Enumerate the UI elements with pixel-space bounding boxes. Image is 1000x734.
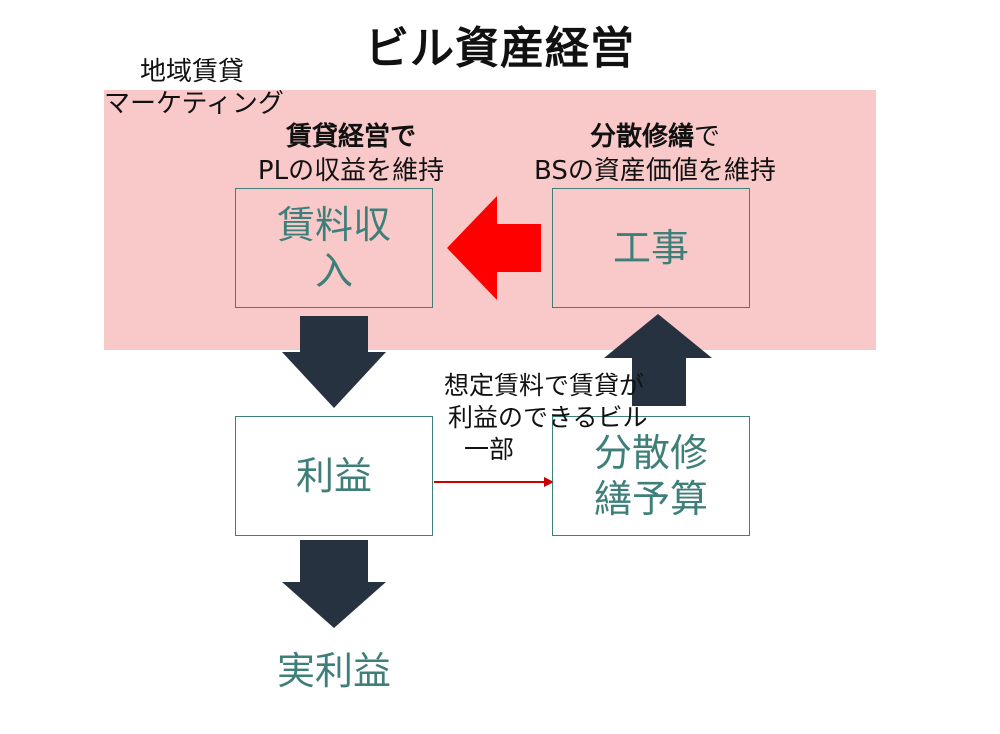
box-repair-budget: 分散修 繕予算 bbox=[552, 416, 750, 536]
caption-rental-management: 賃貸経営で PLの収益を維持 bbox=[206, 120, 496, 188]
side-label: 地域賃貸 マーケティング bbox=[104, 56, 284, 120]
dark-up-arrow bbox=[604, 314, 712, 406]
box-rental-income: 賃料収 入 bbox=[235, 188, 433, 308]
box-rent-line1: 賃料収 bbox=[276, 203, 391, 247]
dark-down-arrow-2 bbox=[282, 540, 386, 628]
net-profit-label: 実利益 bbox=[276, 649, 391, 693]
page-title: ビル資産経営 bbox=[365, 23, 635, 74]
caption-right-normal: BSの資産価値を維持 bbox=[534, 156, 776, 186]
box-profit: 利益 bbox=[235, 416, 433, 536]
side-label-line1: 地域賃貸 bbox=[140, 57, 245, 87]
note-line1: 想定賃料で賃貸が bbox=[444, 371, 645, 400]
caption-left-normal: PLの収益を維持 bbox=[257, 156, 445, 186]
box-profit-line1: 利益 bbox=[295, 454, 372, 498]
red-line-arrow-head bbox=[544, 477, 554, 487]
box-construction: 工事 bbox=[552, 188, 750, 308]
box-rent-line2: 入 bbox=[314, 249, 353, 293]
side-label-line2: マーケティング bbox=[104, 89, 284, 119]
note-line2: 利益のできるビル bbox=[448, 403, 648, 432]
caption-distributed-repair: 分散修繕で BSの資産価値を維持 bbox=[500, 120, 810, 188]
caption-right-suffix: で bbox=[694, 122, 721, 152]
box-work-line1: 工事 bbox=[612, 226, 689, 270]
caption-right-bold: 分散修繕 bbox=[589, 122, 694, 152]
red-left-arrow bbox=[447, 196, 541, 300]
note-line3: 一部 bbox=[464, 435, 515, 464]
dark-down-arrow-1 bbox=[282, 316, 386, 408]
caption-left-bold: 賃貸経営で bbox=[285, 122, 416, 152]
box-budget-line1: 分散修 bbox=[593, 431, 708, 475]
box-budget-line2: 繕予算 bbox=[593, 477, 708, 521]
